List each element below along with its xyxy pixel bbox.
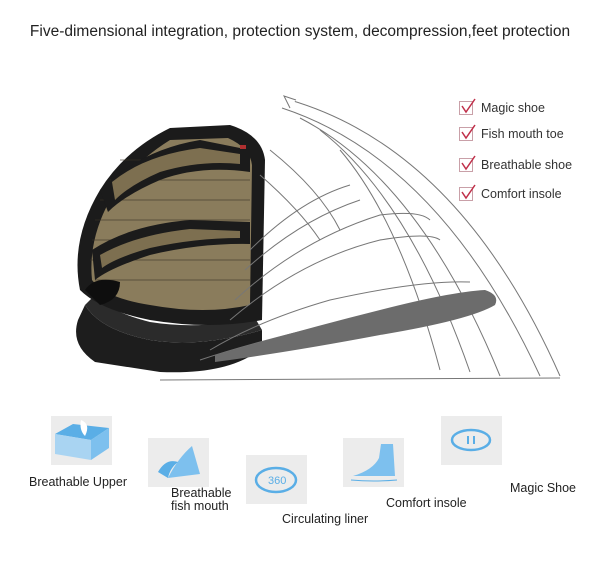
feature-label-breathable-upper: Breathable Upper: [29, 475, 127, 489]
checklist-label: Fish mouth toe: [481, 127, 564, 141]
page-title: Five-dimensional integration, protection…: [29, 23, 571, 40]
checkmark-icon: [459, 124, 476, 141]
feature-label-magic-shoe: Magic Shoe: [510, 481, 577, 495]
label-line: fish mouth: [171, 499, 229, 513]
circulating-liner-icon: 360: [246, 455, 307, 504]
feature-label-circulating-liner: Circulating liner: [282, 512, 369, 526]
checklist-item-comfort-insole: Comfort insole: [459, 184, 562, 201]
magic-shoe-icon: [441, 416, 502, 465]
icon-text: 360: [268, 475, 286, 487]
checklist-label: Comfort insole: [481, 187, 562, 201]
checklist-item-breathable-shoe: Breathable shoe: [459, 155, 573, 172]
label-line: Breathable: [171, 486, 232, 500]
checklist-item-magic-shoe: Magic shoe: [459, 98, 545, 115]
checklist-label: Magic shoe: [481, 101, 545, 115]
checklist-item-fish-mouth-toe: Fish mouth toe: [459, 124, 564, 141]
checkmark-icon: [459, 184, 476, 201]
product-illustration: [76, 95, 561, 381]
fish-mouth-icon: [148, 438, 209, 487]
feature-label-comfort-insole: Comfort insole: [386, 496, 467, 510]
checkmark-icon: [459, 98, 476, 115]
comfort-insole-icon: [343, 438, 404, 487]
insole-layer: [215, 290, 497, 362]
checkmark-icon: [459, 155, 476, 172]
breathable-upper-icon: [51, 416, 112, 465]
checklist-label: Breathable shoe: [481, 158, 573, 172]
